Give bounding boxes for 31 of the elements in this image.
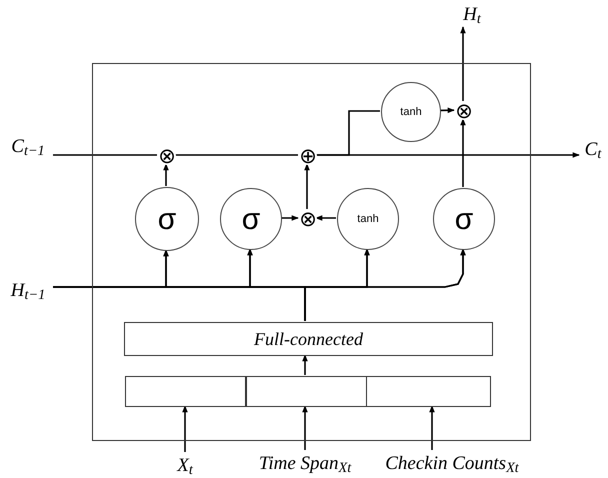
arrow [460, 118, 466, 187]
input-segment [125, 376, 246, 407]
multiply-operator: ⊗ [299, 210, 317, 228]
connector-line [316, 110, 380, 156]
arrow [302, 405, 308, 450]
add-operator: ⊕ [299, 147, 317, 165]
arrow [304, 163, 310, 209]
arrow [440, 108, 455, 114]
output-label: H$_{t}$ [454, 1, 490, 27]
cell-frame [92, 63, 531, 441]
multiply-operator: ⊗ [455, 102, 473, 120]
input-label: Time Span$_{Xt}$ [249, 450, 361, 476]
input-segment [246, 376, 366, 407]
input-label: Checkin Counts$_{Xt}$ [372, 450, 532, 476]
input-label: H$_{t−1}$ [3, 277, 53, 303]
output-label: C$_{t}$ [579, 136, 607, 162]
arrow [460, 26, 466, 101]
arrow [163, 163, 169, 186]
arrow [302, 354, 308, 375]
multiply-operator: ⊗ [158, 147, 176, 165]
input-label: X$_{t}$ [170, 452, 200, 478]
arrow [281, 215, 299, 221]
arrow [429, 405, 435, 450]
input-segment [366, 376, 491, 407]
arrow [304, 248, 466, 321]
input-label: C$_{t−1}$ [3, 133, 53, 159]
connector-line [53, 154, 157, 156]
arrow [182, 405, 188, 452]
connector-line [175, 154, 298, 156]
arrow [315, 215, 336, 221]
layer-box: Full-connected [124, 322, 493, 356]
